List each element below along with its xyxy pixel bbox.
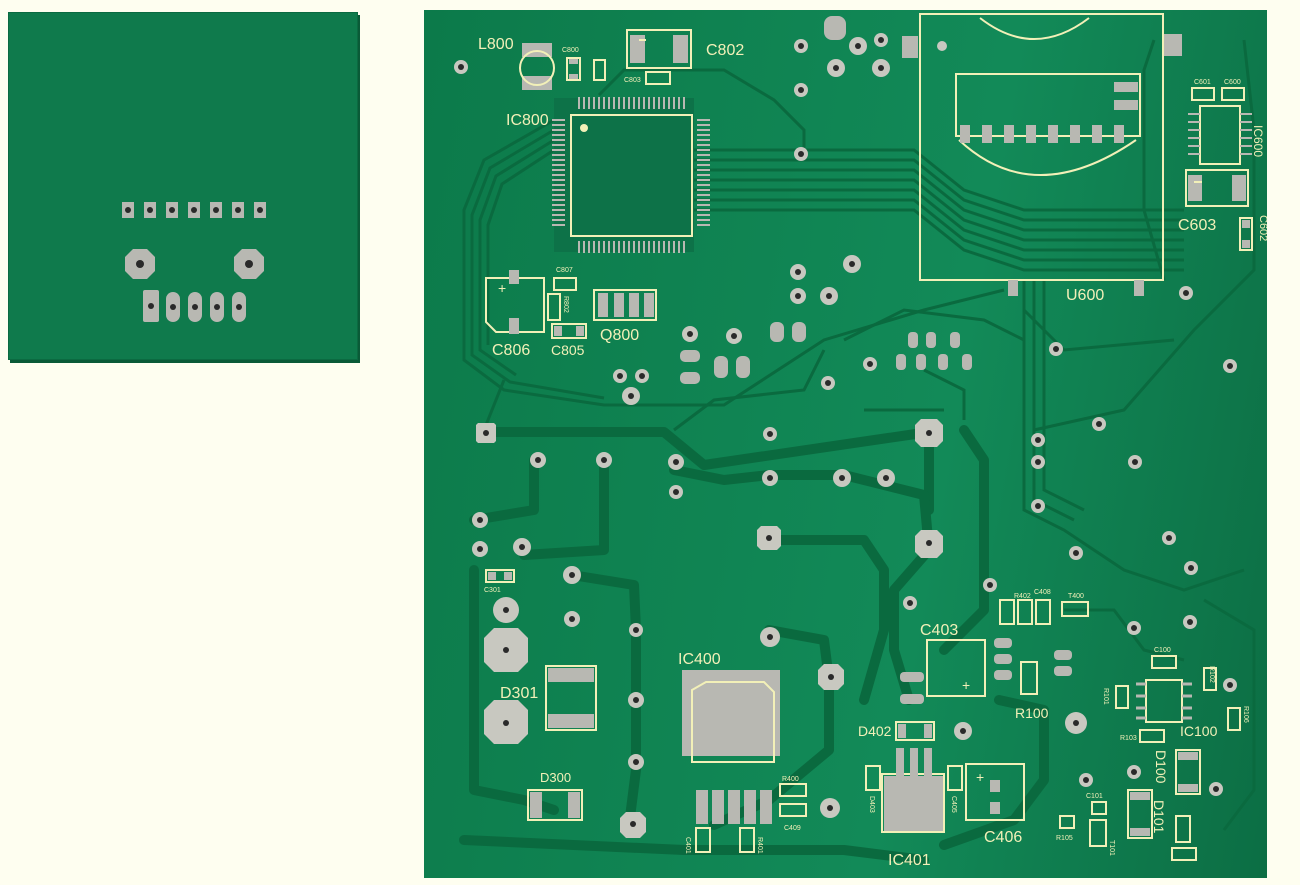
label-c806: C806 xyxy=(492,342,530,359)
label-c406: C406 xyxy=(984,829,1022,846)
main-board[interactable]: L800 C800 C802 C803 xyxy=(424,10,1267,878)
main-board-art: L800 C800 C802 C803 xyxy=(454,13,1267,869)
q800-crystal: Q800 xyxy=(593,289,657,344)
label-r802: R802 xyxy=(562,296,569,313)
d301-diode: D301 xyxy=(500,665,597,731)
label-d101: D101 xyxy=(1151,800,1167,834)
label-d300: D300 xyxy=(540,770,571,785)
label-c807: C807 xyxy=(556,267,573,274)
ic400-regulator: IC400 xyxy=(678,651,780,824)
label-c805: C805 xyxy=(551,342,585,358)
connector-board-art xyxy=(122,202,266,322)
c806-capacitor: + C806 xyxy=(485,270,545,359)
label-r100: R100 xyxy=(1015,705,1049,721)
label-q800: Q800 xyxy=(600,327,639,344)
signal-tracks xyxy=(462,39,1256,831)
d300-diode: D300 xyxy=(527,770,583,821)
label-c100: C100 xyxy=(1154,647,1171,654)
label-ic800: IC800 xyxy=(506,112,549,129)
c802-capacitor: C802 xyxy=(626,29,744,69)
label-c403: C403 xyxy=(920,622,958,639)
label-c401: C401 xyxy=(684,837,691,854)
label-t101: T101 xyxy=(1108,840,1115,856)
label-u600: U600 xyxy=(1066,287,1104,304)
label-c603: C603 xyxy=(1178,217,1216,234)
power-vias xyxy=(472,419,1237,838)
label-r103: R103 xyxy=(1120,735,1137,742)
mounting-pads xyxy=(125,249,264,279)
label-r402: R402 xyxy=(1014,593,1031,600)
label-ic600: IC600 xyxy=(1251,125,1265,157)
label-c101: C101 xyxy=(1086,793,1103,800)
label-d301: D301 xyxy=(500,685,538,702)
label-c409: C409 xyxy=(784,825,801,832)
d100-diode: D100 xyxy=(1153,749,1201,795)
label-d403: D403 xyxy=(868,796,875,813)
label-c408: C408 xyxy=(1034,589,1051,596)
connector-board[interactable] xyxy=(8,12,358,360)
label-c601: C601 xyxy=(1194,79,1211,86)
label-c602: C602 xyxy=(1257,215,1267,241)
label-c800: C800 xyxy=(562,47,579,54)
label-c405: C405 xyxy=(950,796,957,813)
ic800-microcontroller: IC800 xyxy=(506,97,710,253)
ic401-regulator: IC401 xyxy=(881,748,945,869)
svg-text:+: + xyxy=(976,769,984,785)
label-ic400: IC400 xyxy=(678,651,721,668)
label-r106: R106 xyxy=(1242,706,1249,723)
d402-diode: D402 xyxy=(858,721,935,741)
label-c803: C803 xyxy=(624,77,641,84)
top-connector-vias xyxy=(794,16,918,161)
c603-capacitor: C603 xyxy=(1178,169,1249,234)
pin-header-row xyxy=(122,202,266,218)
label-ic100: IC100 xyxy=(1180,723,1218,739)
ic600-chip: IC600 C601 C600 xyxy=(1188,79,1265,165)
upper-vias xyxy=(613,255,1237,575)
label-l800: L800 xyxy=(478,36,514,53)
l800-inductor: L800 xyxy=(478,36,555,90)
label-r400: R400 xyxy=(782,776,799,783)
ic100-chip: IC100 xyxy=(1136,679,1218,739)
power-tracks xyxy=(459,425,1049,865)
label-ic401: IC401 xyxy=(888,852,931,869)
label-d402: D402 xyxy=(858,723,892,739)
label-c600: C600 xyxy=(1224,79,1241,86)
d101-diode: D101 xyxy=(1127,789,1167,839)
label-r102: R102 xyxy=(1208,666,1215,683)
label-r105: R105 xyxy=(1056,835,1073,842)
u600-sd-socket: U600 xyxy=(919,13,1182,304)
svg-text:+: + xyxy=(498,280,506,296)
svg-text:+: + xyxy=(962,677,970,693)
label-c802: C802 xyxy=(706,42,744,59)
usb-pads xyxy=(143,290,246,322)
label-t400: T400 xyxy=(1068,593,1084,600)
label-r401: R401 xyxy=(756,837,763,854)
label-r101: R101 xyxy=(1102,688,1109,705)
label-c301: C301 xyxy=(484,587,501,594)
c403-capacitor: + C403 xyxy=(900,622,986,704)
label-d100: D100 xyxy=(1153,750,1169,784)
c406-capacitor: + C406 xyxy=(965,763,1025,846)
